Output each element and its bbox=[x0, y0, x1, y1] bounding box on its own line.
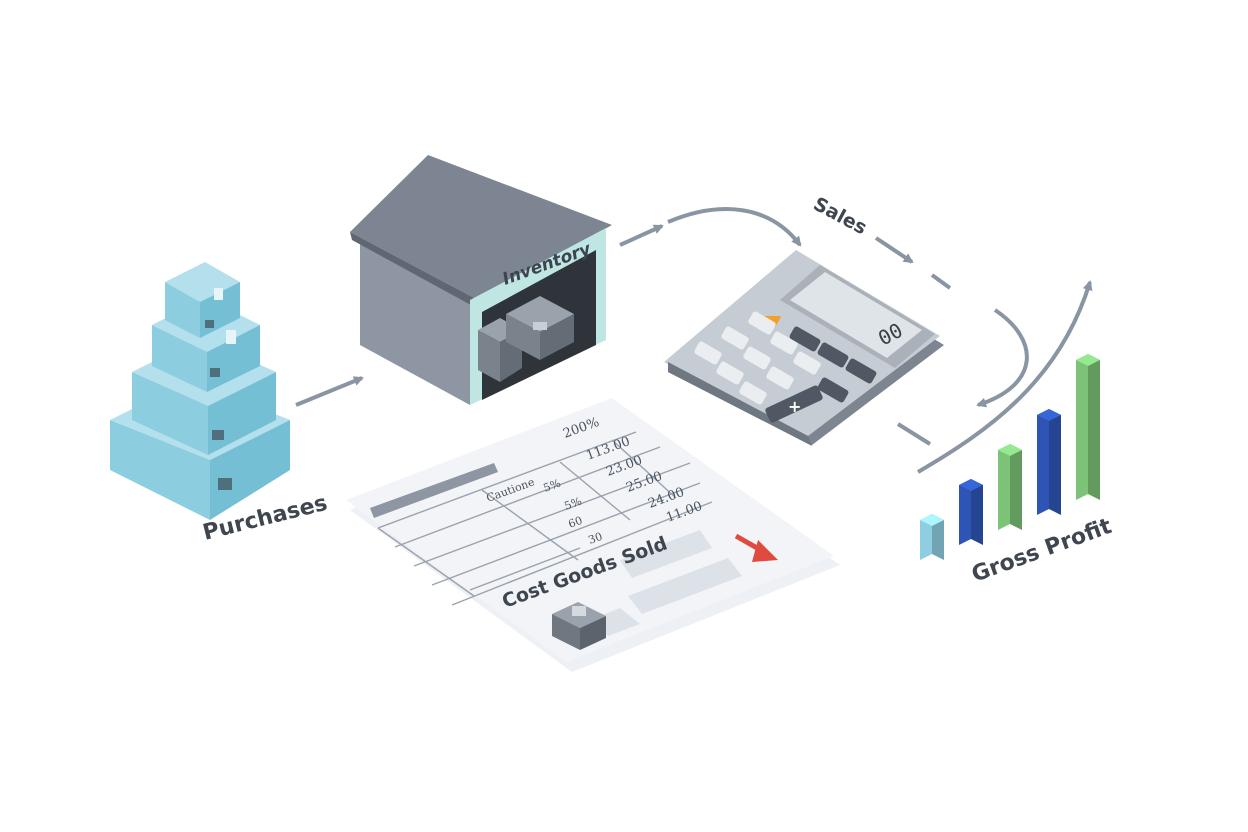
key bbox=[817, 377, 849, 403]
sheet-pct-1: 5% bbox=[542, 477, 563, 495]
crate-icon bbox=[552, 602, 606, 650]
crate-icon bbox=[506, 296, 574, 360]
chart-bar-3 bbox=[998, 444, 1022, 530]
warehouse-icon: Inventory bbox=[350, 155, 612, 405]
key bbox=[766, 366, 794, 390]
key bbox=[694, 341, 722, 365]
key bbox=[817, 342, 849, 368]
calculator-icon: 00 + bbox=[664, 250, 944, 446]
key bbox=[716, 361, 744, 385]
gross-profit-chart bbox=[920, 354, 1100, 560]
key bbox=[721, 326, 749, 350]
sales-label: Sales bbox=[810, 193, 871, 239]
arrow-growth bbox=[916, 280, 1093, 474]
arrow-purchases-to-inventory bbox=[295, 376, 364, 407]
purchases-box-stack bbox=[110, 262, 290, 520]
calc-dash bbox=[896, 422, 932, 446]
arrow-sales-in bbox=[874, 236, 914, 264]
arrow-inventory-to-calculator bbox=[667, 207, 802, 247]
chart-bar-1 bbox=[920, 514, 944, 560]
key bbox=[748, 311, 776, 335]
box-top bbox=[165, 262, 240, 338]
sheet-block bbox=[628, 558, 742, 614]
chart-bar-2 bbox=[959, 479, 983, 545]
chart-bar-5 bbox=[1076, 354, 1100, 500]
gross-profit-label: Gross Profit bbox=[969, 514, 1116, 588]
sheet-pct-2: 5% bbox=[563, 495, 584, 513]
arrow-sales-to-profit bbox=[976, 308, 1029, 408]
sheet-title-bar bbox=[370, 463, 498, 518]
chart-bar-4 bbox=[1037, 409, 1061, 515]
sheet-pct-3: 60 bbox=[567, 514, 585, 531]
key bbox=[789, 326, 821, 352]
sales-dash bbox=[930, 273, 952, 290]
key bbox=[743, 346, 771, 370]
plus-key bbox=[765, 385, 823, 423]
key bbox=[793, 351, 821, 375]
down-arrow-icon bbox=[734, 533, 778, 562]
sheet-block bbox=[620, 530, 712, 578]
cogs-sheet: 200% Cautione 5% 5% 60 30 113.00 23.00 2… bbox=[346, 398, 840, 672]
key bbox=[770, 331, 798, 355]
key bbox=[739, 381, 767, 405]
key bbox=[845, 358, 877, 384]
calculator-keys: + bbox=[694, 311, 877, 423]
sheet-pct-4: 30 bbox=[587, 530, 605, 547]
plus-icon: + bbox=[788, 397, 801, 416]
arrow-inventory-out bbox=[619, 224, 664, 247]
